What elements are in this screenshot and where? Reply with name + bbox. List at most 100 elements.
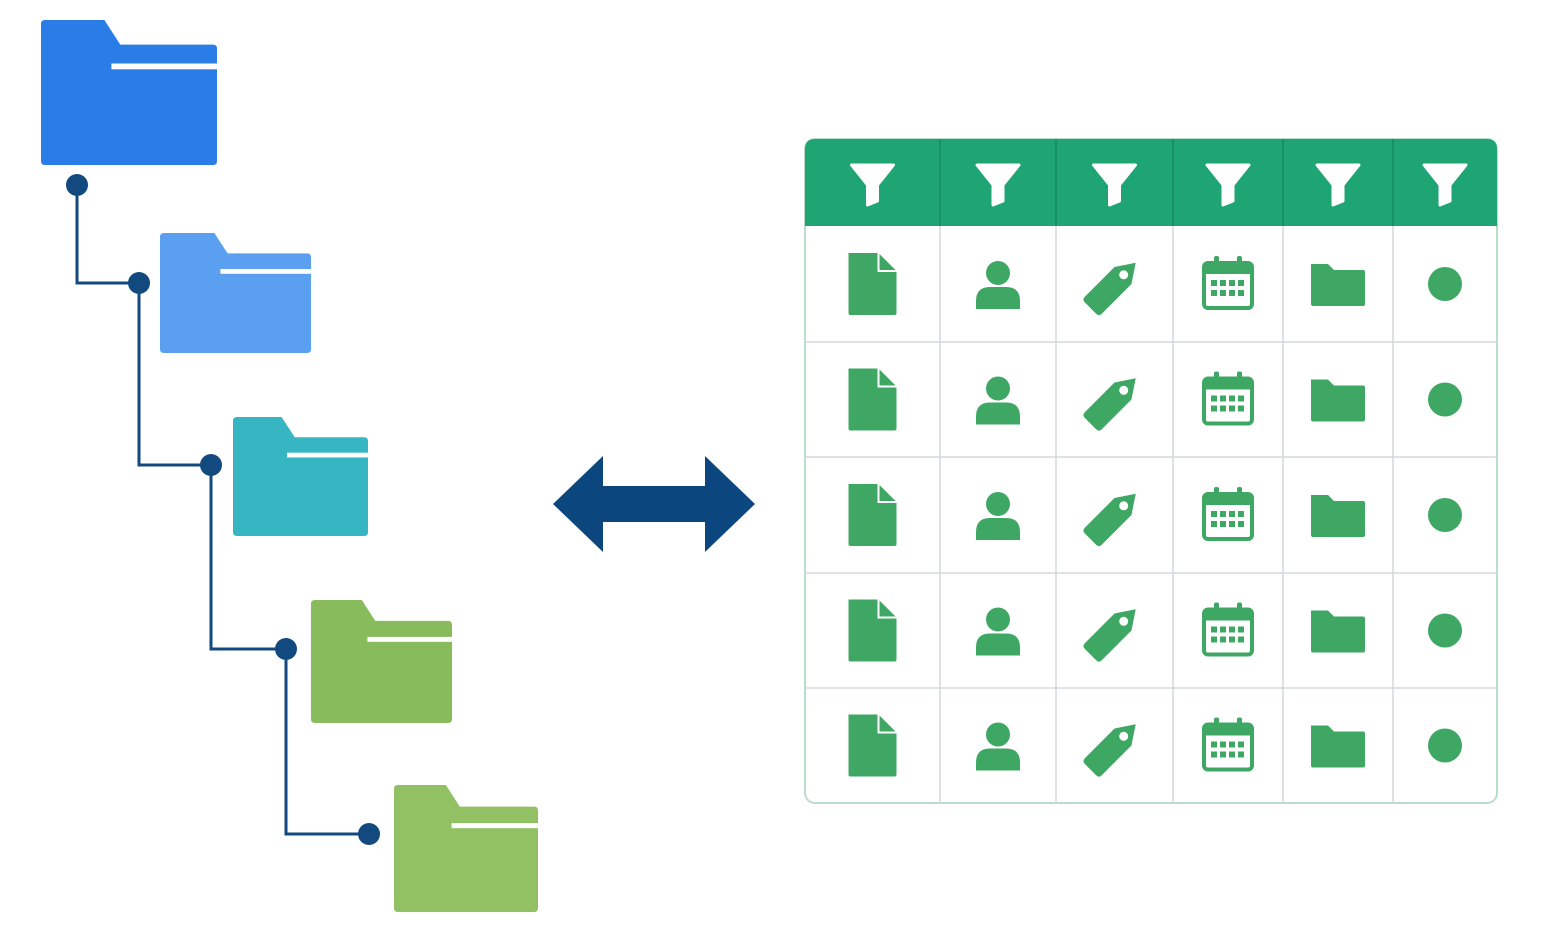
table-row[interactable] [848,253,1463,317]
filter-icon[interactable] [975,163,1021,207]
table-cell [1428,382,1462,417]
document-icon [848,368,897,431]
header-cell[interactable] [1315,163,1361,207]
table-cell [976,607,1020,656]
user-icon [976,607,1020,656]
table-cell [1428,613,1462,648]
filter-icon[interactable] [1205,163,1251,207]
table-cell [848,714,897,777]
folder-icon [311,600,452,723]
status-dot-icon [1428,498,1462,532]
table-cell [1202,487,1254,541]
document-icon [848,484,897,546]
table-cell [848,484,897,546]
table-cell [1428,498,1462,532]
header-cell[interactable] [1422,163,1468,207]
filter-icon[interactable] [850,163,895,207]
status-dot-icon [1428,267,1462,301]
status-dot-icon [1428,613,1462,648]
table-cell [848,368,897,431]
table-cell [1202,602,1254,657]
table-cell [976,492,1020,540]
table-cell [1083,262,1136,316]
user-icon [976,722,1020,771]
user-icon [976,261,1020,309]
table-row[interactable] [848,599,1463,664]
table-header [805,139,1497,226]
folder-icon [1311,379,1365,422]
table-cell [1311,495,1365,537]
table-row[interactable] [848,368,1463,433]
table-cell [1083,378,1136,431]
table-cell [976,261,1020,309]
table-cell [1202,256,1254,310]
folder-icon [1311,264,1365,306]
document-icon [848,253,897,315]
tree-node-dot [275,638,297,660]
table-cell [976,722,1020,771]
calendar-icon [1202,371,1254,426]
table-cell [1311,379,1365,422]
folder-icon [160,233,311,353]
status-dot-icon [1428,728,1462,763]
table-cell [1083,724,1136,777]
folder-icon [394,785,538,912]
tree-node-dot [66,174,88,196]
calendar-icon [1202,717,1254,772]
table-cell [848,599,897,662]
bidirectional-arrow-icon [553,456,755,552]
filter-icon[interactable] [1422,163,1468,207]
header-cell[interactable] [1205,163,1251,207]
table-cell [848,253,897,315]
tree-node-dot [128,272,150,294]
table-cell [1202,717,1254,772]
table-cell [1083,609,1136,662]
document-icon [848,714,897,777]
bidirectional-arrow [553,456,755,552]
table-cell [1202,371,1254,426]
tree-node-dot [200,454,222,476]
calendar-icon [1202,602,1254,657]
calendar-icon [1202,256,1254,310]
table-cell [1083,493,1136,547]
table-row[interactable] [848,714,1463,779]
user-icon [976,376,1020,425]
folder-icon [233,417,368,536]
tree-connector-line [75,185,139,285]
table-cell [1311,264,1365,306]
tree-connector-line [137,283,211,467]
calendar-icon [1202,487,1254,541]
tag-icon [1083,493,1136,547]
tree-connector-line [284,649,369,836]
table-cell [1428,267,1462,301]
tag-icon [1083,262,1136,316]
table-cell [1428,728,1462,763]
header-cell[interactable] [975,163,1021,207]
document-icon [848,599,897,662]
header-cell[interactable] [850,163,895,207]
filter-icon[interactable] [1315,163,1361,207]
filter-icon[interactable] [1092,163,1137,207]
user-icon [976,492,1020,540]
tag-icon [1083,609,1136,662]
table-cell [1311,610,1365,653]
status-dot-icon [1428,382,1462,417]
tree-node-dot [358,823,380,845]
header-cell[interactable] [1092,163,1137,207]
table-row[interactable] [848,484,1463,548]
metadata-table [804,138,1498,804]
folder-icon [1311,610,1365,653]
folder-icon [1311,495,1365,537]
tree-connectors [66,174,380,845]
table-cell [976,376,1020,425]
tree-connector-line [209,465,286,651]
folder-icon [41,20,217,165]
tag-icon [1083,724,1136,777]
folder-icon [1311,725,1365,768]
tag-icon [1083,378,1136,431]
folder-hierarchy [41,20,538,912]
table-cell [1311,725,1365,768]
table-grid [805,139,1497,803]
